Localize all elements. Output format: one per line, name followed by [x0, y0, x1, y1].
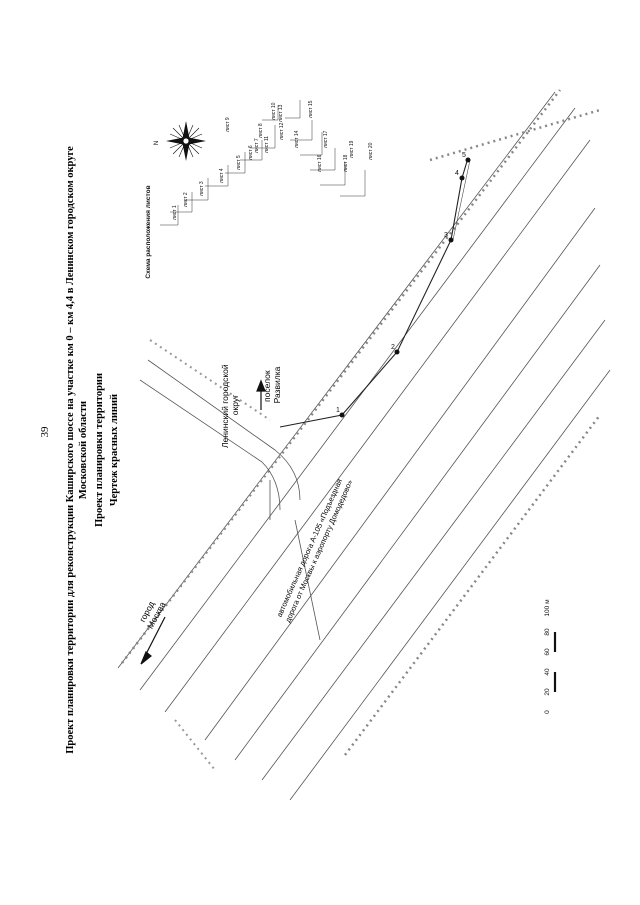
- red-line: [279, 157, 469, 428]
- title-line-2: Московской области: [78, 401, 89, 499]
- red-line-point-label: 1: [336, 407, 340, 414]
- road-corridor: [117, 91, 611, 801]
- moscow-label: город Москва: [136, 595, 167, 630]
- page-number: 39: [39, 426, 51, 438]
- title-line-1: Проект планировки территории для реконст…: [65, 146, 76, 754]
- red-line-point: [459, 175, 465, 181]
- scale-tick: 40: [544, 668, 551, 676]
- red-line-secondary: [452, 159, 471, 241]
- sheet-label: лист 5: [236, 155, 242, 170]
- red-line-point-label: 2: [391, 344, 395, 351]
- sheet-label: лист 19: [349, 140, 355, 158]
- sheet-label: лист 10: [271, 102, 277, 120]
- sheet-label: лист 13: [278, 104, 284, 122]
- sheet-label: лист 7: [254, 138, 260, 153]
- scale-tick: 20: [544, 688, 551, 696]
- sheet-scheme-title: Схема расположения листов: [145, 185, 152, 278]
- moscow-arrow: [140, 616, 166, 665]
- red-line-point: [339, 412, 345, 418]
- sheet-label: лист 12: [279, 122, 285, 140]
- tree-rows: [121, 89, 601, 756]
- side-trees: [149, 339, 271, 771]
- red-line-points: 1 2 3 4 5: [336, 152, 471, 418]
- sheet-scheme: Схема расположения листов лист 1 лист 2 …: [145, 100, 374, 279]
- red-line-point: [465, 157, 471, 163]
- red-line-point: [448, 237, 454, 243]
- razvilka-arrow: [256, 379, 266, 410]
- district-label: Ленинский городской округ: [220, 362, 240, 448]
- razvilka-label: поселок Развилка: [262, 366, 282, 403]
- scale-tick: 80: [544, 628, 551, 636]
- sheet-label: лист 6: [248, 145, 254, 160]
- title-line-3: Проект планировки территории: [94, 373, 105, 527]
- sheet-label: лист 2: [183, 192, 189, 207]
- compass-icon: N: [154, 121, 206, 161]
- scale-tick: 0: [544, 710, 551, 714]
- side-road: [139, 359, 321, 641]
- sheet-label: лист 14: [294, 130, 300, 148]
- sheet-label: лист 18: [343, 154, 349, 172]
- sheet-label: лист 8: [258, 123, 264, 138]
- title-line-4: Чертеж красных линий: [109, 394, 120, 506]
- scale-tick: 100 м: [544, 599, 551, 617]
- sheet-label: лист 3: [199, 181, 205, 196]
- sheet-label: лист 1: [172, 205, 178, 220]
- sheet-label: лист 9: [225, 117, 231, 132]
- red-line-point-label: 4: [455, 170, 459, 177]
- sheet-label: лист 17: [323, 130, 329, 148]
- map-labels: город Москва поселок Развилка Ленинский …: [136, 362, 354, 630]
- scale-tick: 60: [544, 648, 551, 656]
- scale-bar: 0 20 40 60 80 100 м: [544, 599, 557, 714]
- red-line-point: [394, 349, 400, 355]
- sheet-label: лист 11: [264, 136, 270, 153]
- compass-north-label: N: [154, 141, 160, 145]
- red-line-point-label: 3: [444, 232, 448, 239]
- sheet-label: лист 4: [219, 168, 225, 183]
- red-line-point-label: 5: [462, 152, 466, 159]
- sheet-label: лист 20: [368, 142, 374, 160]
- sheet-label: лист 16: [317, 154, 323, 172]
- sheet-label: лист 15: [308, 100, 314, 118]
- title-block: Проект планировки территории для реконст…: [65, 146, 120, 754]
